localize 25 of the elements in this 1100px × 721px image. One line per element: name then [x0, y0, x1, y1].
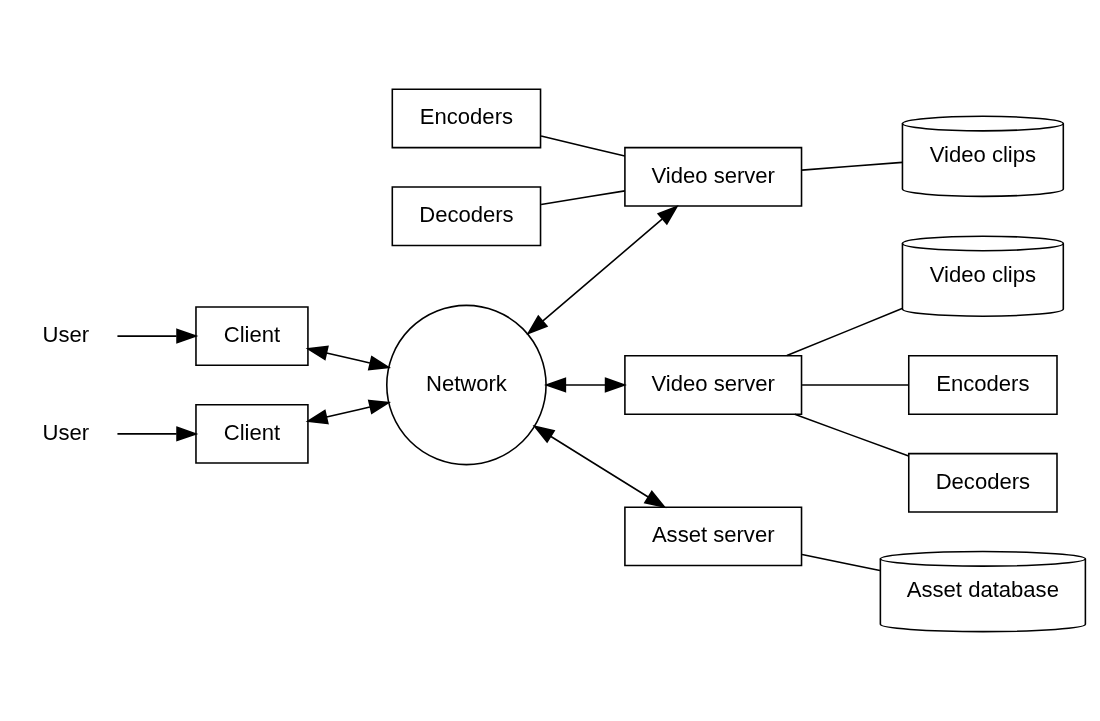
connector — [801, 161, 904, 171]
node-text: User — [42, 321, 90, 347]
connector — [793, 413, 910, 457]
arrow — [532, 425, 667, 509]
connector — [786, 307, 903, 357]
node-box: Encoders — [907, 355, 1058, 415]
connector — [801, 553, 881, 572]
connector — [801, 384, 910, 386]
arrow — [544, 377, 627, 393]
node-box: Asset server — [624, 506, 803, 567]
arrow — [116, 328, 199, 344]
connector — [540, 135, 626, 157]
node-text: User — [42, 419, 90, 445]
connector — [540, 190, 626, 206]
arrow — [305, 399, 392, 425]
node-box: Client — [195, 403, 309, 464]
node-box: Video server — [624, 355, 803, 415]
arrow — [526, 204, 679, 336]
node-box: Encoders — [391, 88, 542, 149]
node-box: Decoders — [907, 452, 1058, 513]
arrow — [305, 345, 392, 371]
node-box: Client — [195, 306, 309, 367]
node-box: Video server — [624, 146, 803, 207]
node-box: Decoders — [391, 186, 542, 247]
arrow — [116, 426, 199, 442]
